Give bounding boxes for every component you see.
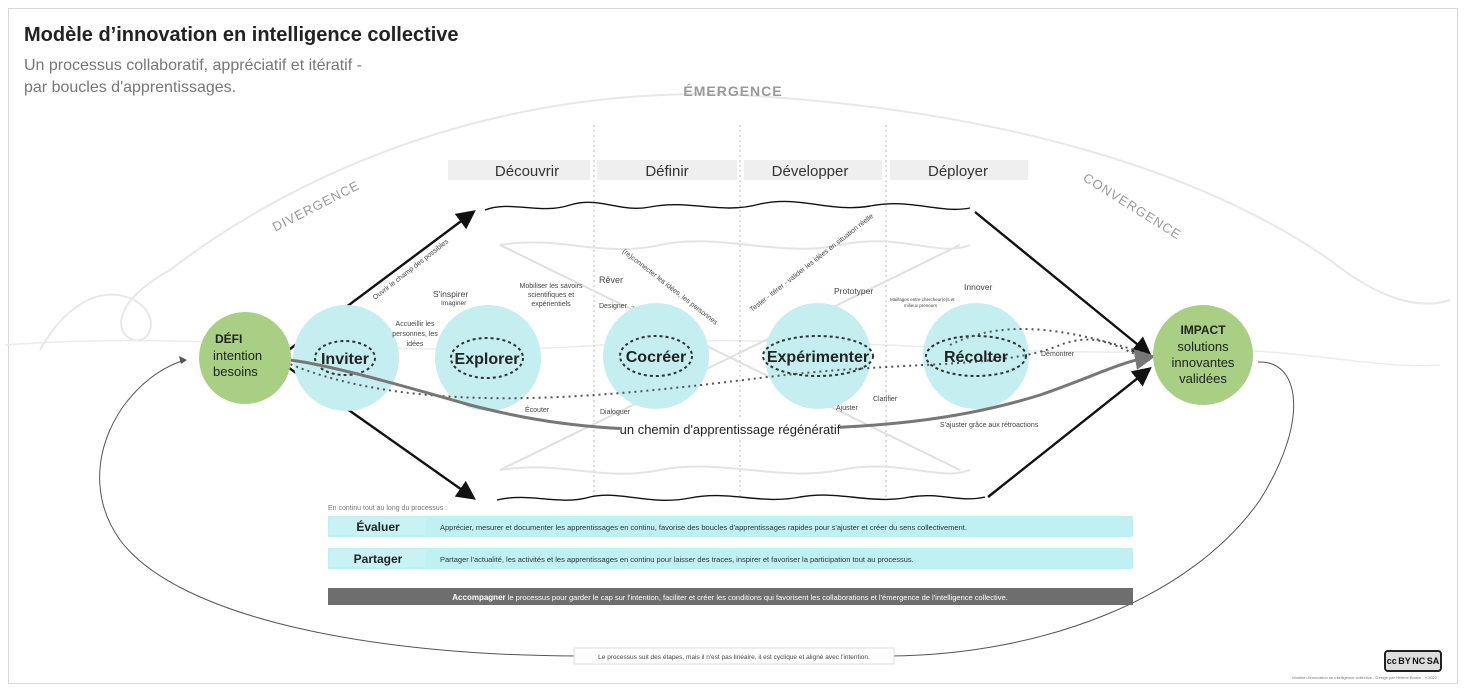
impact-line1: solutions xyxy=(1177,339,1229,354)
accompagner-bold: Accompagner xyxy=(452,593,505,602)
cc-icon: cc xyxy=(1386,656,1397,666)
nc-icon: NC xyxy=(1412,656,1426,666)
circle-cocreer-bg xyxy=(603,303,709,409)
partager-text: Partager l'actualité, les activités et l… xyxy=(440,555,914,564)
evaluer-label-box xyxy=(330,518,426,535)
phase-decouvrir: Découvrir xyxy=(495,163,559,180)
accompagner-band xyxy=(328,588,1133,605)
inner-loop-recolter xyxy=(925,335,1027,377)
ann-imaginer: Imaginer xyxy=(441,300,467,307)
ann-clarifier: Clarifier xyxy=(873,396,898,403)
footer-note-box xyxy=(573,647,895,665)
ann-mobiliser-1: Mobiliser les savoirs xyxy=(519,283,583,290)
ann-accueillir-1: Accueillir les xyxy=(396,321,435,328)
circle-inviter-bg xyxy=(293,305,399,411)
step-cocreer: Cocréer xyxy=(626,349,686,366)
circle-experimenter-bg xyxy=(765,303,871,409)
phase-headers: Découvrir Définir Développer Déployer xyxy=(448,160,1028,180)
dotted-learning-path xyxy=(284,338,1151,400)
evaluer-band xyxy=(328,516,1133,537)
ann-rever: Rêver xyxy=(599,275,623,285)
step-inviter: Inviter xyxy=(321,351,369,368)
continu-label: En continu tout au long du processus : xyxy=(328,505,447,512)
accompagner-rest: le processus pour garder le cap sur l'in… xyxy=(506,593,1008,602)
inner-loop-explorer xyxy=(450,337,524,379)
inner-loop-inviter xyxy=(314,340,376,376)
impact-line3: validées xyxy=(1179,371,1227,386)
partager-label: Partager xyxy=(354,552,403,566)
outer-cycle-loop xyxy=(99,359,1295,657)
step-explorer: Explorer xyxy=(455,351,520,368)
credit-text: Modèle d'innovation en intelligence coll… xyxy=(1292,675,1437,680)
ann-mobiliser-2: scientifiques et xyxy=(528,292,574,299)
phase-definir: Définir xyxy=(645,163,688,180)
ann-demontrer: Démontrer xyxy=(1041,351,1075,358)
ann-sinspirer: S'inspirer xyxy=(433,289,468,299)
partager-label-box xyxy=(330,550,426,567)
ann-mobiliser-3: expérientiels xyxy=(531,301,571,308)
arrow-converge-top xyxy=(974,211,1152,357)
inner-wavy-bottom xyxy=(499,465,971,475)
ann-prototyper: Prototyper xyxy=(834,286,873,296)
background-curve-top xyxy=(39,93,1451,351)
ann-ecouter: Écouter xyxy=(525,405,550,414)
partager-band xyxy=(328,548,1133,569)
impact-title: IMPACT xyxy=(1180,323,1226,337)
page-frame xyxy=(8,8,1458,684)
zone-divergence: DIVERGENCE xyxy=(270,178,362,235)
inner-loop-experimenter xyxy=(762,335,874,377)
page-subtitle: Un processus collaboratif, appréciatif e… xyxy=(24,55,444,99)
ann-maillages-1: Maillages entre chercheur(e)s et xyxy=(890,297,955,302)
ann-maillages-2: milieux preneurs xyxy=(904,303,938,308)
step-experimenter: Expérimenter xyxy=(767,349,869,366)
creative-commons-badge: cc BY NC SA xyxy=(1384,650,1442,672)
defi-line1: intention xyxy=(213,348,262,363)
by-icon: BY xyxy=(1398,656,1411,666)
chemin-label-bg xyxy=(620,420,840,438)
evaluer-label: Évaluer xyxy=(356,519,400,534)
ann-designer: Designer → xyxy=(599,303,636,310)
defi-circle xyxy=(199,312,291,404)
ann-innover: Innover xyxy=(964,282,993,292)
impact-circle xyxy=(1153,305,1253,405)
subtitle-line-2: par boucles d'apprentissages. xyxy=(24,79,237,96)
step-circles xyxy=(293,303,1029,411)
cross-lines xyxy=(499,244,961,471)
phase-deployer: Déployer xyxy=(928,163,988,180)
defi-line2: besoins xyxy=(213,364,258,379)
accompagner-text: Accompagner le processus pour garder le … xyxy=(452,593,1007,602)
sa-icon: SA xyxy=(1426,656,1440,666)
ann-sajuster: S'ajuster grâce aux rétroactions xyxy=(940,422,1039,429)
ann-dialoguer: Dialoguer xyxy=(600,409,631,416)
top-wavy-boundary xyxy=(484,200,971,211)
footer-note: Le processus suit des étapes, mais il n'… xyxy=(598,654,870,661)
bottom-wavy-boundary xyxy=(496,494,986,501)
subtitle-line-1: Un processus collaboratif, appréciatif e… xyxy=(24,57,362,74)
ann-accueillir-2: personnes, les xyxy=(392,331,438,338)
ann-accueillir-3: idées xyxy=(407,341,424,348)
chemin-label: un chemin d'apprentissage régénératif xyxy=(620,422,841,437)
phase-developper: Développer xyxy=(772,163,849,180)
step-recolter: Récolter xyxy=(944,349,1008,366)
evaluer-text: Apprécier, mesurer et documenter les app… xyxy=(440,523,967,532)
inner-loop-cocreer xyxy=(619,335,693,377)
inner-wavy-top xyxy=(499,240,971,251)
zone-convergence: CONVERGENCE xyxy=(1081,170,1185,243)
ann-ajuster: Ajuster xyxy=(836,405,858,412)
circle-explorer-bg xyxy=(435,305,541,411)
zone-emergence: ÉMERGENCE xyxy=(683,83,782,99)
arrow-converge-bottom xyxy=(987,367,1152,498)
outer-loop-arrowhead xyxy=(179,356,187,364)
page-title: Modèle d’innovation en intelligence coll… xyxy=(24,24,459,46)
defi-title: DÉFI xyxy=(215,331,242,346)
ann-tester: Tester - itérer - valider les idées en s… xyxy=(749,213,875,314)
impact-line2: innovantes xyxy=(1172,355,1235,370)
